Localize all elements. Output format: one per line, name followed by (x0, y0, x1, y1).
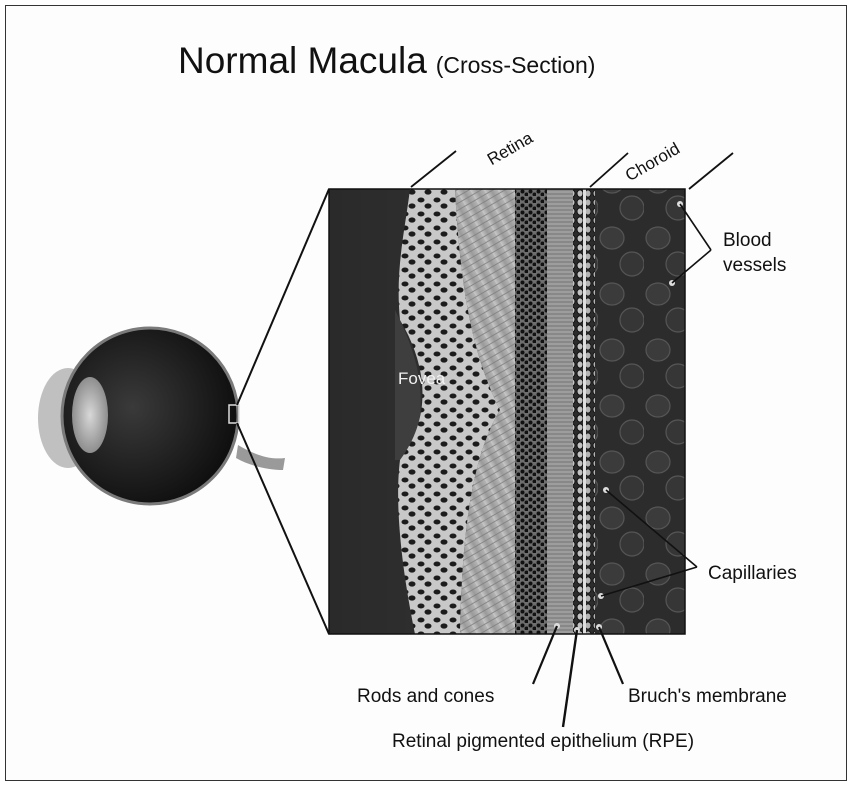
capillaries-label: Capillaries (708, 563, 797, 585)
choriocapillaris-layer (586, 189, 595, 634)
blood-vessels-label-line2: vessels (723, 255, 786, 277)
choroid-layer (595, 189, 685, 634)
rpe-pointer (563, 630, 577, 727)
bruchs-membrane-layer (583, 189, 586, 634)
bruchs-membrane-label: Bruch's membrane (628, 686, 787, 708)
choroid-tick-right (689, 153, 733, 189)
retina-tick-left (411, 151, 456, 187)
blood-vessels-label-line1: Blood (723, 230, 772, 252)
lens (72, 377, 108, 453)
cross-section-panel (329, 189, 685, 634)
zoom-line-top (237, 189, 329, 405)
fovea-label: Fovea (398, 369, 445, 389)
bruchs-pointer (599, 627, 623, 684)
bottom-pointers (533, 623, 623, 727)
zoom-line-bottom (237, 423, 329, 634)
rpe-label: Retinal pigmented epithelium (RPE) (392, 731, 694, 753)
title-subtitle: (Cross-Section) (436, 52, 596, 78)
photoreceptor-layer (547, 189, 573, 634)
title-main: Normal Macula (178, 40, 427, 81)
optic-nerve (236, 445, 285, 470)
rpe-layer (573, 189, 583, 634)
diagram-title: Normal Macula (Cross-Section) (178, 40, 595, 82)
eyeball-illustration (38, 328, 285, 504)
outer-nuclear-layer (515, 189, 547, 634)
rods-and-cones-label: Rods and cones (357, 686, 494, 708)
